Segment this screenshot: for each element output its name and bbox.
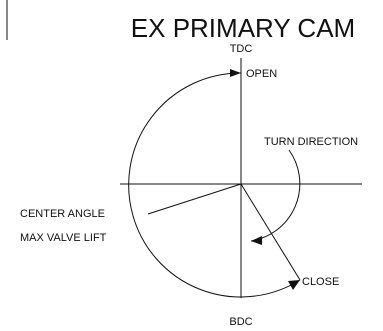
tdc-label: TDC <box>230 43 253 55</box>
valve-open-duration-arc <box>128 72 301 298</box>
diagram-title: EX PRIMARY CAM <box>131 13 355 43</box>
close-arrowhead <box>288 280 300 290</box>
open-arrowhead <box>230 69 241 77</box>
max-valve-lift-label: MAX VALVE LIFT <box>20 232 107 244</box>
close-line <box>240 183 301 281</box>
turn-direction-arc <box>250 149 301 242</box>
bdc-label: BDC <box>229 316 252 328</box>
turn-direction-arrowhead <box>251 236 262 245</box>
open-label: OPEN <box>246 68 277 80</box>
turn-direction-label: TURN DIRECTION <box>264 136 358 148</box>
center-angle-line <box>147 183 242 215</box>
center-angle-label: CENTER ANGLE <box>20 208 105 220</box>
close-label: CLOSE <box>302 276 339 288</box>
